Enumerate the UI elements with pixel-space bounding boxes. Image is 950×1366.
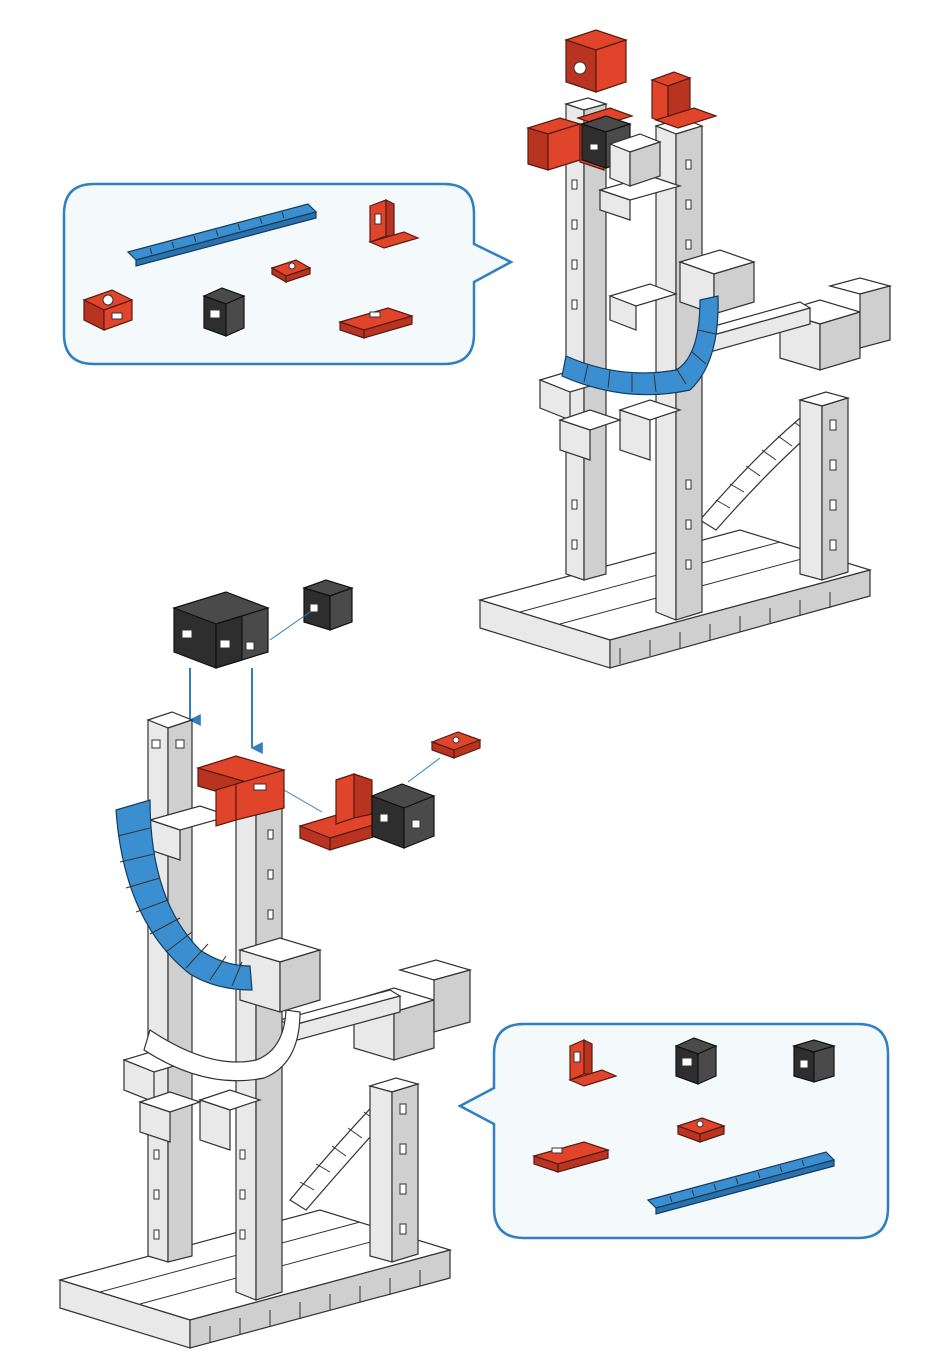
step1-assembled-model (480, 30, 890, 668)
black-cube-block-icon (676, 1038, 716, 1084)
red-bracket-black-cube-assembly (300, 774, 434, 850)
black-cube-block-icon (794, 1040, 834, 1082)
black-double-block (174, 592, 268, 668)
black-cube-single (304, 580, 352, 630)
step2-parts-callout (460, 1024, 888, 1238)
red-flat-plate-small-loose (432, 732, 480, 758)
black-cube-block-icon (204, 288, 244, 336)
step1-parts-callout (64, 184, 511, 364)
